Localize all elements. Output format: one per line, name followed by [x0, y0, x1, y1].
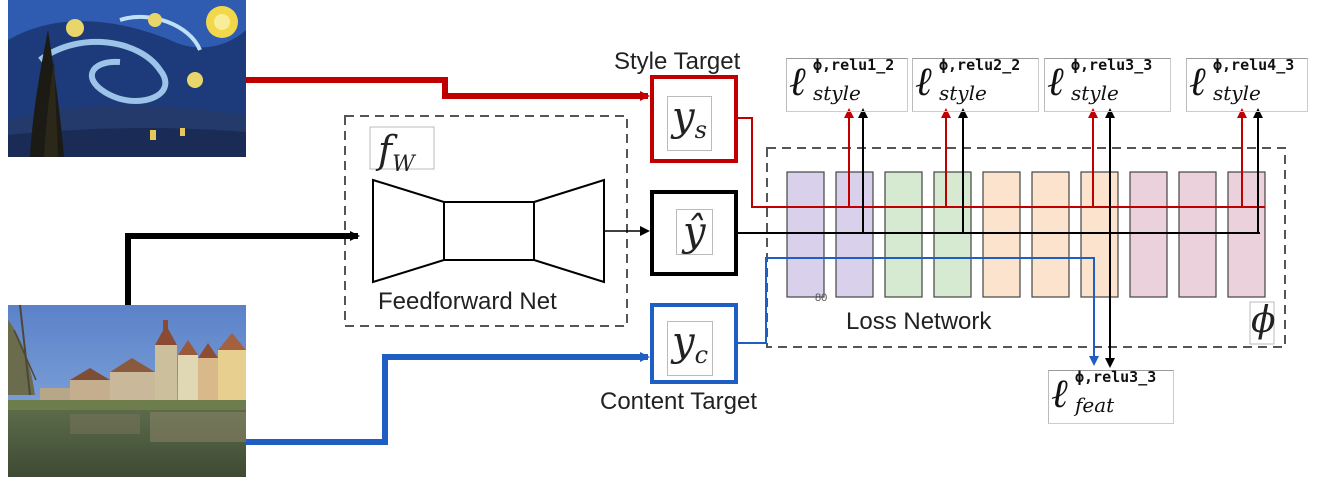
layer-block	[1129, 171, 1168, 298]
y-hat-box	[650, 190, 738, 276]
feat-loss-relu3-3: ℓ ϕ,relu3_3 feat	[1051, 368, 1157, 417]
y-c-symbol: yc	[667, 321, 714, 376]
style-loss-relu2-2-box	[912, 58, 1039, 112]
layer-small-number: 80	[815, 292, 828, 304]
starry-night-painting	[8, 0, 246, 157]
feedforward-net-shape	[372, 178, 605, 284]
style-loss-relu2-2: ℓ ϕ,relu2_2 style	[915, 56, 1021, 105]
style-loss-relu4-3-box	[1186, 58, 1308, 112]
loss-network-layers	[786, 171, 1266, 298]
layer-block	[884, 171, 923, 298]
style-loss-relu3-3: ℓ ϕ,relu3_3 style	[1047, 56, 1153, 105]
style-loss-relu1-2-box	[786, 58, 908, 112]
style-feature-line	[736, 117, 1265, 208]
input-image-arrow	[125, 231, 360, 305]
content-image-arrow	[246, 352, 650, 445]
feedforward-net-box	[344, 115, 628, 327]
style-target-label: Style Target	[614, 48, 741, 75]
fw-label-box	[369, 126, 435, 170]
layer-block	[1080, 171, 1119, 298]
layer-block	[982, 171, 1021, 298]
layer-block	[1178, 171, 1217, 298]
style-loss-relu1-2: ℓ ϕ,relu1_2 style	[789, 56, 895, 105]
content-feature-line	[736, 257, 1099, 366]
style-target-box	[650, 75, 738, 163]
style-loss-relu3-3-box	[1044, 58, 1171, 112]
layer-block	[933, 171, 972, 298]
y-hat-symbol: ŷ	[676, 209, 713, 255]
layer-block	[1031, 171, 1070, 298]
phi-label-box	[1249, 301, 1275, 345]
style-loss-relu4-3: ℓ ϕ,relu4_3 style	[1189, 56, 1295, 105]
layer-block	[835, 171, 874, 298]
layer-block	[786, 171, 825, 298]
style-image-arrow	[246, 77, 650, 101]
fw-symbol: fW	[378, 128, 415, 177]
style-loss-arrows	[844, 108, 1263, 233]
layer-block	[1227, 171, 1266, 298]
feedforward-net-label: Feedforward Net	[378, 288, 557, 315]
feat-loss-relu3-3-box	[1048, 370, 1174, 424]
tubingen-riverside-photo	[8, 304, 246, 477]
y-s-symbol: ys	[667, 96, 712, 151]
loss-network-box	[766, 147, 1286, 348]
phi-symbol: ϕ	[1251, 300, 1276, 341]
loss-network-label: Loss Network	[846, 308, 992, 335]
content-target-label: Content Target	[600, 388, 757, 415]
